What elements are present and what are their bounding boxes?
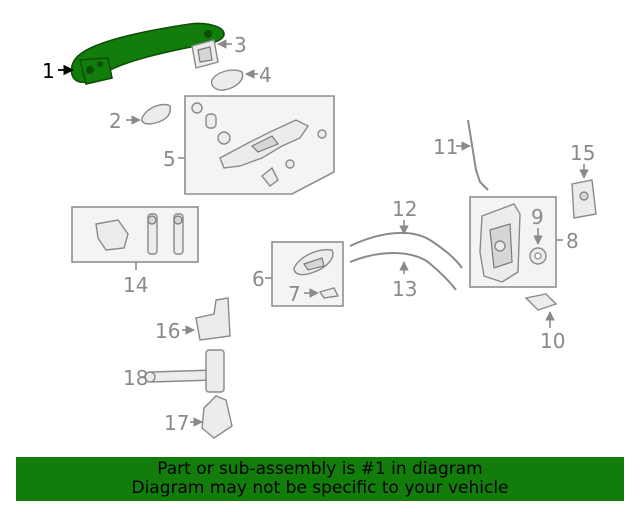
callout-7[interactable]: 7: [288, 282, 301, 306]
part-1-outside-handle[interactable]: [70, 22, 225, 85]
callout-17[interactable]: 17: [164, 411, 189, 435]
banner-line-2: Diagram may not be specific to your vehi…: [131, 478, 509, 498]
part-11-rod[interactable]: [467, 119, 489, 191]
callout-2[interactable]: 2: [109, 109, 122, 133]
callout-6[interactable]: 6: [252, 267, 265, 291]
callout-1[interactable]: 1: [42, 59, 55, 83]
callout-10[interactable]: 10: [540, 329, 565, 353]
part-14-lock-cylinder[interactable]: [71, 206, 199, 263]
callout-16[interactable]: 16: [155, 319, 180, 343]
part-5-frame-assembly[interactable]: [184, 95, 335, 195]
callout-14[interactable]: 14: [123, 273, 148, 297]
callout-12[interactable]: 12: [392, 197, 417, 221]
banner-line-1: Part or sub-assembly is #1 in diagram: [157, 459, 483, 479]
info-banner: Part or sub-assembly is #1 in diagram Di…: [16, 457, 624, 501]
callout-9[interactable]: 9: [531, 205, 544, 229]
callout-5[interactable]: 5: [163, 147, 176, 171]
callout-18[interactable]: 18: [123, 366, 148, 390]
part-15-striker[interactable]: [571, 179, 597, 219]
callout-4[interactable]: 4: [259, 63, 272, 87]
callout-15[interactable]: 15: [570, 141, 595, 165]
part-18-door-check[interactable]: [144, 349, 225, 393]
part-12-cable[interactable]: [349, 231, 463, 269]
part-10-clip[interactable]: [524, 293, 558, 311]
part-7-screw[interactable]: [318, 287, 340, 299]
part-16-hinge[interactable]: [195, 297, 231, 341]
part-13-cable[interactable]: [349, 252, 457, 291]
part-17-lower-hinge[interactable]: [201, 395, 233, 439]
callout-8[interactable]: 8: [566, 229, 579, 253]
part-9-washer[interactable]: [529, 247, 547, 265]
callout-3[interactable]: 3: [234, 33, 247, 57]
part-3-bezel[interactable]: [191, 39, 219, 69]
callout-11[interactable]: 11: [433, 135, 458, 159]
part-4-cap[interactable]: [210, 69, 244, 91]
callout-13[interactable]: 13: [392, 277, 417, 301]
part-2-cover[interactable]: [141, 103, 171, 125]
